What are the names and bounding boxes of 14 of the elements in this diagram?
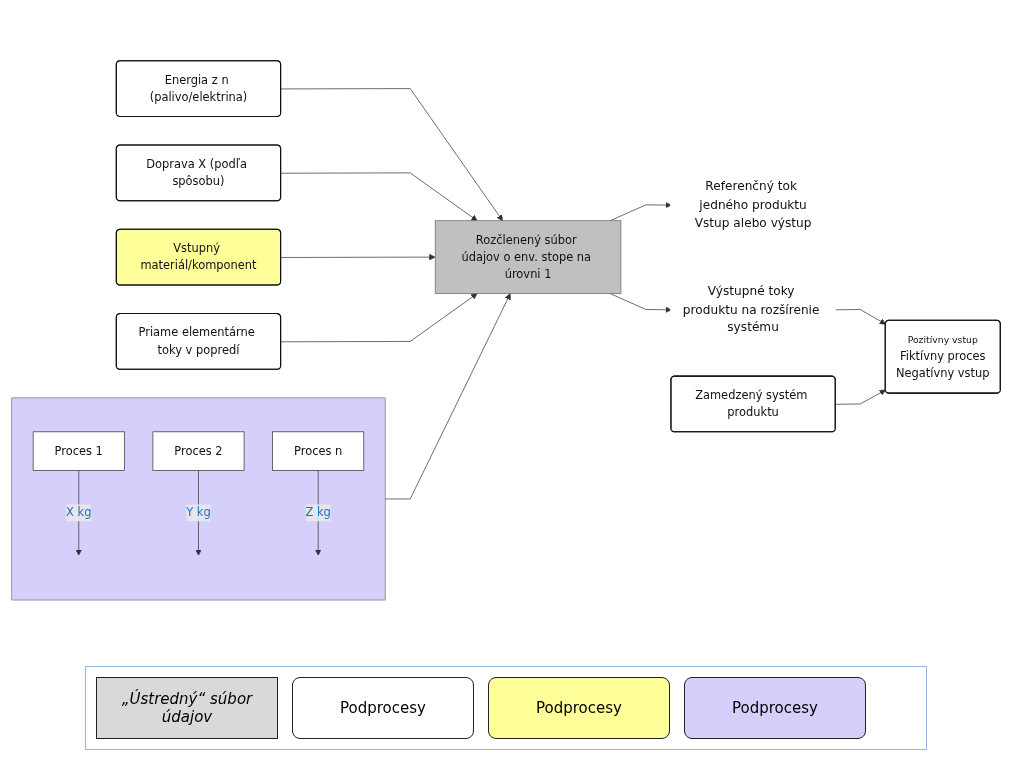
edge-label: Y kg <box>186 505 211 519</box>
node-box: Proces 1 <box>32 431 125 471</box>
edge-label: Z kg <box>305 505 331 519</box>
legend-swatch: Podprocesy <box>488 677 670 739</box>
node-box: Rozčlenený súbor údajov o env. stope na úrovni 1 <box>434 220 622 294</box>
edge-label: X kg <box>66 505 92 519</box>
legend-swatch: Podprocesy <box>684 677 866 739</box>
cluster <box>11 397 386 600</box>
node-box: Proces n <box>272 431 365 471</box>
legend-swatch: „Ústredný“ súbor údajov <box>96 677 278 739</box>
node-text: Referenčný tok jedného produktu Vstup alebo výstup <box>694 178 812 230</box>
legend-swatch: Podprocesy <box>292 677 474 739</box>
node-text: Výstupné toky produktu na rozšírenie systému <box>682 283 820 334</box>
node-box: Proces 2 <box>152 431 245 471</box>
